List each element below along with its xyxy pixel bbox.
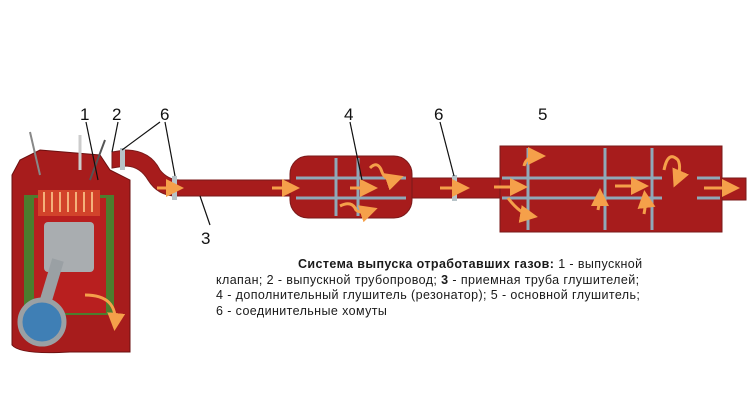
label-4: 4 [344, 105, 353, 124]
piston [44, 222, 94, 272]
caption-text: клапан; 2 - выпускной трубопровод; [216, 272, 442, 287]
caption-text: 6 - соединительные хомуты [216, 303, 388, 318]
diagram-caption: Система выпуска отработавших газов: 1 - … [216, 257, 738, 319]
label-5: 5 [538, 105, 547, 124]
leader-lines [85, 121, 455, 226]
main-muffler [499, 145, 723, 233]
label-3: 3 [201, 229, 210, 248]
gas-flow-arrows [157, 147, 740, 223]
label-2: 2 [112, 105, 121, 124]
clamp-icon [120, 148, 125, 170]
caption-text: 3 [441, 272, 449, 287]
caption-text: - приемная труба глушителей; [448, 272, 640, 287]
caption-text: 1 - выпускной [554, 257, 643, 271]
caption-text: 4 - дополнительный глушитель (резонатор)… [216, 288, 641, 303]
label-1: 1 [80, 105, 89, 124]
crankshaft [17, 297, 67, 347]
label-6b: 6 [434, 105, 443, 124]
caption-title: Система выпуска отработавших газов: [298, 257, 555, 271]
engine-cylinder [11, 131, 131, 354]
label-6a: 6 [160, 105, 169, 124]
